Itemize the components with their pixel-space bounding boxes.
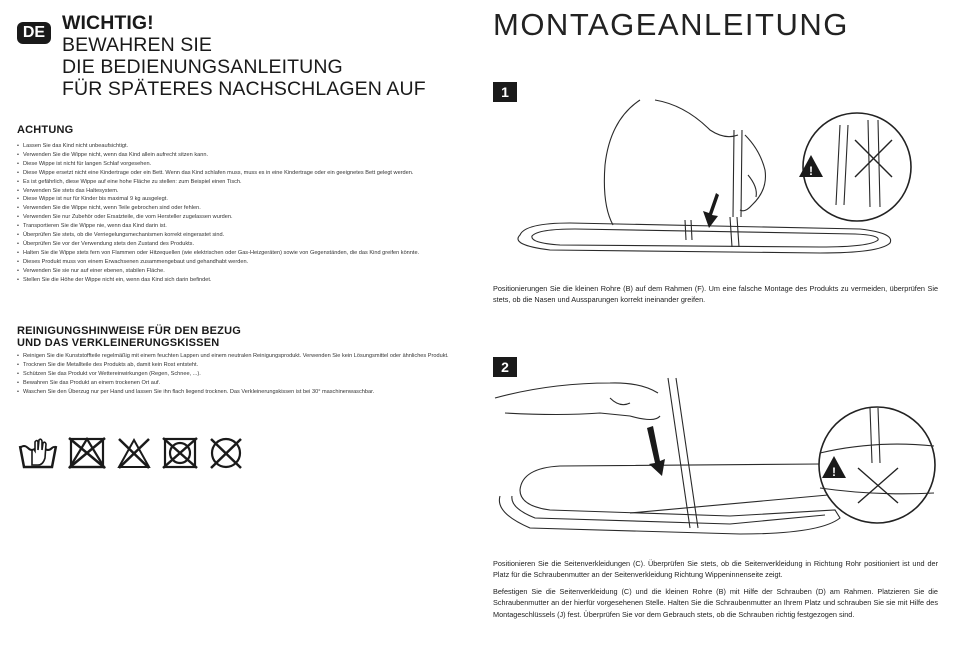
list-item: Diese Wippe ist nicht für langen Schlaf … (17, 160, 467, 169)
list-item: Dieses Produkt muss von einem Erwachsene… (17, 258, 467, 267)
step-2-illustration: ! (494, 377, 936, 535)
list-item: Diese Wippe ersetzt nicht eine Kindertra… (17, 169, 467, 178)
list-item: Verwenden Sie stets das Haltesystem. (17, 187, 467, 196)
list-item: Trocknen Sie die Metallteile des Produkt… (17, 361, 467, 370)
page-title: MONTAGEANLEITUNG (493, 7, 849, 42)
cleaning-list: Reinigen Sie die Kunststoffteile regelmä… (17, 352, 467, 397)
list-item: Verwenden Sie sie nur auf einer ebenen, … (17, 267, 467, 276)
headline: WICHTIG! BEWAHREN SIE DIE BEDIENUNGSANLE… (62, 12, 426, 100)
svg-text:!: ! (832, 465, 836, 479)
headline-important: WICHTIG! (62, 12, 154, 34)
step-1-badge: 1 (493, 82, 517, 102)
list-item: Verwenden Sie nur Zubehör oder Ersatztei… (17, 213, 467, 222)
list-item: Lassen Sie das Kind nicht unbeaufsichtig… (17, 142, 467, 151)
step-2-badge: 2 (493, 357, 517, 377)
list-item: Bewahren Sie das Produkt an einem trocke… (17, 379, 467, 388)
cleaning-title: REINIGUNGSHINWEISE FÜR DEN BEZUG UND DAS… (17, 325, 241, 349)
list-item: Transportieren Sie die Wippe nie, wenn d… (17, 222, 467, 231)
list-item: Schützen Sie das Produkt vor Wettereinwi… (17, 370, 467, 379)
no-dry-clean-icon (210, 437, 242, 469)
list-item: Überprüfen Sie stets, ob die Verriegelun… (17, 231, 467, 240)
hand-wash-icon (18, 438, 58, 469)
list-item: Reinigen Sie die Kunststoffteile regelmä… (17, 352, 467, 361)
headline-line-2: BEWAHREN SIE (62, 34, 213, 56)
svg-text:!: ! (809, 164, 813, 178)
warning-title: ACHTUNG (17, 124, 74, 136)
language-badge: DE (17, 22, 51, 44)
step-2-text-1: Positionieren Sie die Seitenverkleidunge… (493, 559, 938, 580)
no-bleach-icon (68, 436, 106, 469)
list-item: Stellen Sie die Höhe der Wippe nicht ein… (17, 276, 467, 285)
warning-list: Lassen Sie das Kind nicht unbeaufsichtig… (17, 142, 467, 285)
list-item: Diese Wippe ist nur für Kinder bis maxim… (17, 195, 467, 204)
cleaning-title-line-2: UND DAS VERKLEINERUNGSKISSEN (17, 337, 220, 349)
step-2-text-2: Befestigen Sie die Seitenverkleidung (C)… (493, 587, 938, 619)
list-item: Verwenden Sie die Wippe nicht, wenn das … (17, 151, 467, 160)
cleaning-title-line-1: REINIGUNGSHINWEISE FÜR DEN BEZUG (17, 325, 241, 337)
step-1-text: Positionierungen Sie die kleinen Rohre (… (493, 284, 938, 305)
headline-line-4: FÜR SPÄTERES NACHSCHLAGEN AUF (62, 78, 426, 100)
care-symbols (18, 436, 244, 470)
list-item: Waschen Sie den Überzug nur per Hand und… (17, 388, 467, 397)
list-item: Halten Sie die Wippe stets fern von Flam… (17, 249, 467, 258)
headline-line-3: DIE BEDIENUNGSANLEITUNG (62, 56, 343, 78)
list-item: Es ist gefährlich, diese Wippe auf eine … (17, 178, 467, 187)
step-1-illustration: ! (517, 99, 912, 254)
no-tumble-dry-icon (162, 437, 198, 469)
no-iron-icon (117, 437, 151, 469)
list-item: Verwenden Sie die Wippe nicht, wenn Teil… (17, 204, 467, 213)
list-item: Überprüfen Sie vor der Verwendung stets … (17, 240, 467, 249)
